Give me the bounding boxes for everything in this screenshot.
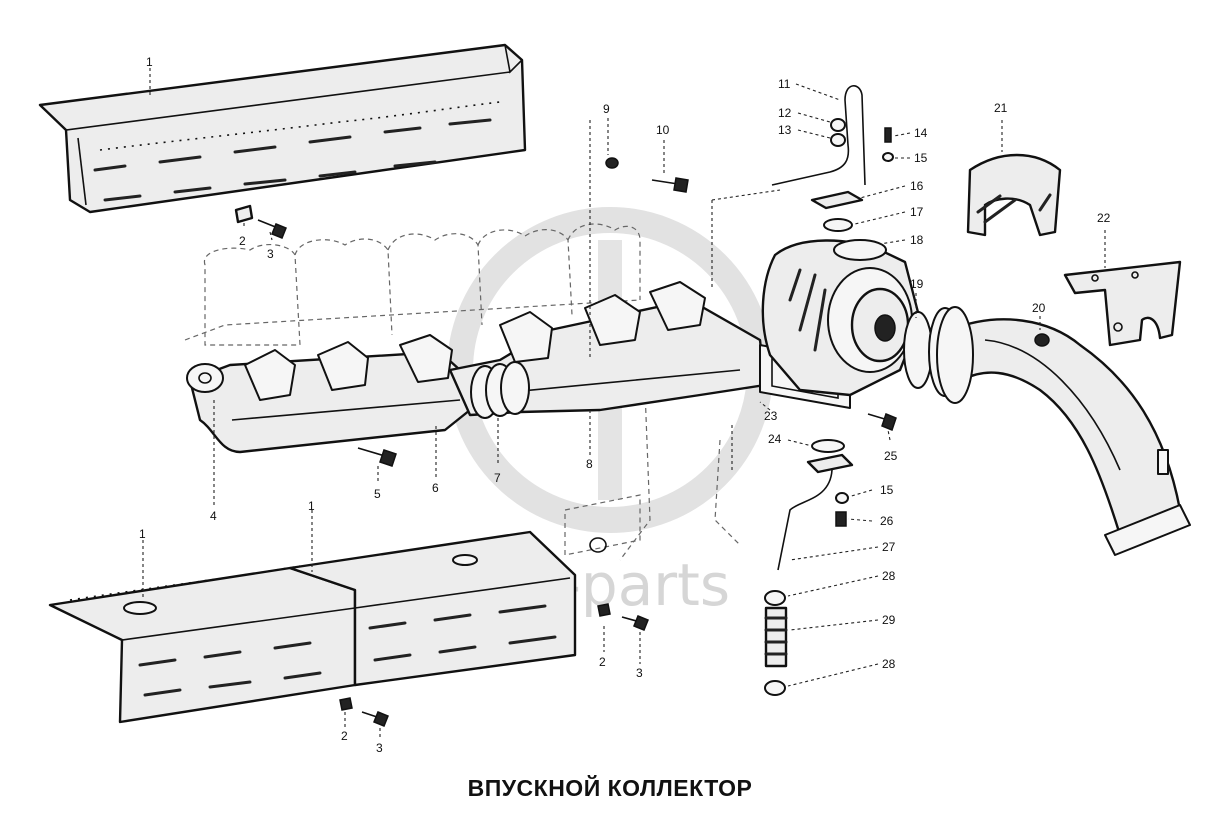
callout-3-bolt-upper: 3 [267,247,274,261]
manifold-ports [244,281,706,401]
callout-12-banjo: 12 [778,106,792,120]
callout-19-connector: 19 [910,277,924,291]
turbo-heat-shield [966,153,1062,237]
callout-2-nut-lower-left: 2 [341,729,348,743]
lower-heat-shield-right [288,530,577,687]
callout-7-seal-rings: 7 [494,471,501,485]
mounting-bracket [1063,260,1182,347]
callout-28-clamp-upper: 28 [882,569,896,583]
callout-23-flange: 23 [764,409,778,423]
callout-3-bolt-lower-left: 3 [376,741,383,755]
fasteners [234,157,897,727]
callout-4-gasket: 4 [210,509,217,523]
lower-heat-shield-left [48,565,357,724]
diagram-title: ВПУСКНОЙ КОЛЛЕКТОР [467,775,753,801]
callout-6-manifold: 6 [432,481,439,495]
callout-2-nut-lower-right: 2 [599,655,606,669]
callout-1-lower-shield-left: 1 [139,527,146,541]
callout-9-nut: 9 [603,102,610,116]
watermark-text: -parts [560,551,730,619]
callout-15-washer-upper: 15 [914,151,928,165]
callout-5-bolt: 5 [374,487,381,501]
callout-3-bolt-lower-right: 3 [636,666,643,680]
callout-2-nut-upper: 2 [239,234,246,248]
callout-14-bolt: 14 [914,126,928,140]
callout-21-heat-shield: 21 [994,101,1008,115]
callout-11-oil-pipe: 11 [778,77,791,91]
callout-24-gasket: 24 [768,432,782,446]
callout-leaders [142,68,1106,740]
callout-labels: 1 2 3 4 5 6 7 8 9 10 11 12 13 14 15 16 1… [139,55,1111,755]
callout-20-intake-pipe: 20 [1032,301,1046,315]
callout-25-bolt: 25 [884,449,898,463]
callout-29-hose: 29 [882,613,896,627]
callout-10-stud: 10 [656,123,670,137]
callout-16-flange: 16 [910,179,924,193]
callout-26-bolt: 26 [880,514,894,528]
oil-supply-pipe [771,85,894,232]
callout-15-washer-lower: 15 [880,483,894,497]
callout-1-lower-shield-right: 1 [308,499,315,513]
slip-joint-rings [470,361,530,419]
callout-18-turbocharger: 18 [910,233,924,247]
turbocharger [761,239,922,397]
callout-27-drain-pipe: 27 [882,540,896,554]
callout-1-upper-shield: 1 [146,55,153,69]
callout-17-gasket: 17 [910,205,924,219]
engine-block-outline [184,223,741,561]
callout-22-bracket: 22 [1097,211,1111,225]
upper-heat-shield [38,43,527,214]
callout-8-manifold-rear: 8 [586,457,593,471]
intake-pipe [936,306,1191,556]
oil-drain-pipe [764,439,854,696]
callout-28-clamp-lower: 28 [882,657,896,671]
callout-13-washer: 13 [778,123,792,137]
